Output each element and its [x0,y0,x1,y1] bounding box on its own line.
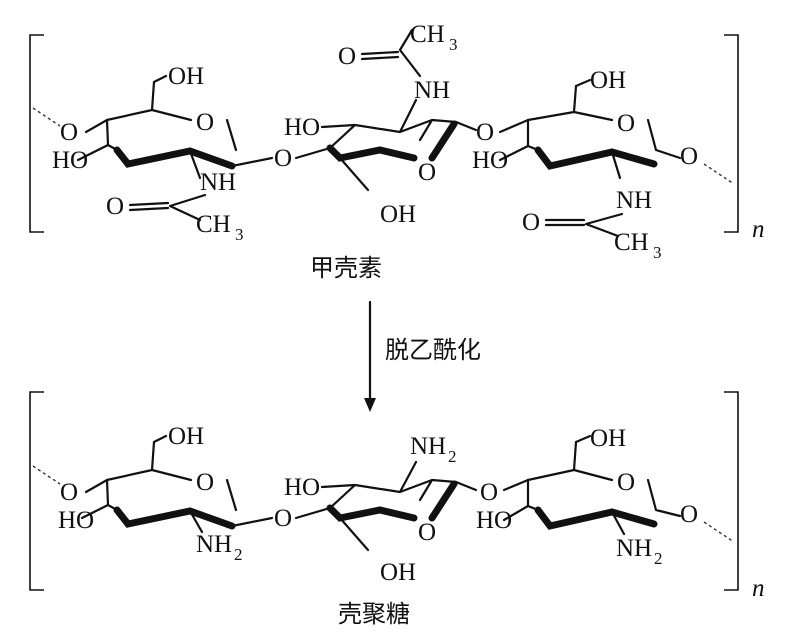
bond [80,434,238,520]
right-chain-link [703,163,735,185]
ch3-2: CH [410,21,445,48]
o-carbonyl-3: O [522,209,540,236]
ring2-bonds [320,98,458,150]
ring3-bonds [498,78,682,162]
nh-3: NH [616,187,652,214]
chitin-structure: n O OH O HO NH O CH 3 O HO O OH NH O CH [29,21,765,262]
nh2-3: NH [616,535,652,562]
oh-right-top: OH [590,67,626,94]
o-link2-top: O [476,119,494,146]
left-chain-link-bottom [32,465,61,485]
nh2-1: NH [196,531,232,558]
ho-left-bottom: HO [58,507,94,534]
nh-1: NH [200,169,236,196]
reaction-label: 脱乙酰化 [385,336,481,364]
oh-mid-bottom-bottom: OH [380,559,416,586]
o-link1-bottom: O [274,505,292,532]
nh-2: NH [414,77,450,104]
o-link2-bottom: O [480,479,498,506]
repeat-n-top: n [752,216,765,243]
ch3-1: CH [196,211,231,238]
nh2-1-sub: 2 [234,545,243,564]
oh-mid-bottom: OH [380,201,416,228]
arrow-head [364,398,376,412]
bond [498,118,530,134]
o-ring3-bottom: O [617,469,635,496]
o-right-bottom: O [680,501,698,528]
bond [294,146,332,160]
bond [338,156,370,192]
ring1b-wedge [113,506,236,530]
right-chain-link-bottom [703,521,735,543]
o-carbonyl-1: O [106,193,124,220]
bond [526,504,626,536]
o-ring1: O [196,109,214,136]
bond [230,156,274,168]
reaction-arrow: 脱乙酰化 [364,300,481,412]
ho-right: HO [472,147,508,174]
o-carbonyl-2: O [338,43,356,70]
o-ring2: O [418,159,436,186]
ring1-bonds [76,74,238,162]
bond [106,503,204,534]
ring2b-wedge [326,504,418,522]
bond [230,516,274,528]
nh2-2-sub: 2 [448,447,457,466]
ring2b-wedge2 [428,480,458,522]
bond [454,120,478,132]
left-bracket-bottom [29,391,44,591]
bond [502,434,682,522]
ch3-3-sub: 3 [653,243,662,262]
right-bracket-bottom [724,391,739,591]
ho-mid-top: HO [284,114,320,141]
repeat-n-bottom: n [752,575,765,602]
chitosan-structure: n O OH O HO NH 2 O HO O OH NH 2 O OH O [29,391,765,602]
o-left-bottom: O [60,479,78,506]
bond [454,480,478,492]
ch3-1-sub: 3 [235,225,244,244]
ho-mid-bottom: HO [284,474,320,501]
o-left-top: O [60,119,78,146]
oh-left-top-bottom: OH [168,423,204,450]
o-ring1-bottom: O [196,469,214,496]
ring2-wedge2 [428,120,458,162]
left-chain-link [32,107,61,127]
ring2-wedge [326,144,418,162]
right-bracket-top [724,34,739,233]
ring3-wedge [534,146,658,170]
o-link1-top: O [274,145,292,172]
bond [526,144,622,180]
ho-right-bottom: HO [476,507,512,534]
ring3b-wedge [534,506,658,530]
bond [320,460,458,510]
oh-left-top: OH [168,63,204,90]
chitosan-title: 壳聚糖 [338,600,410,628]
ring1-wedge [113,146,236,170]
bond [84,118,109,134]
nh2-2: NH [410,433,446,460]
ho-left: HO [52,147,88,174]
bond [544,212,624,238]
chitin-title: 甲壳素 [310,254,382,282]
o-right-top: O [680,143,698,170]
left-bracket-top [29,34,44,233]
bond [84,478,109,494]
bond [294,506,332,520]
nh2-3-sub: 2 [654,549,663,568]
bond [338,516,370,552]
ch3-2-sub: 3 [449,35,458,54]
bond [128,193,207,222]
oh-right-top-bottom: OH [590,425,626,452]
bond [502,478,530,492]
ch3-3: CH [614,229,649,256]
o-ring3: O [617,110,635,137]
bond [106,143,202,180]
bond [360,28,422,78]
o-ring2-bottom: O [418,519,436,546]
